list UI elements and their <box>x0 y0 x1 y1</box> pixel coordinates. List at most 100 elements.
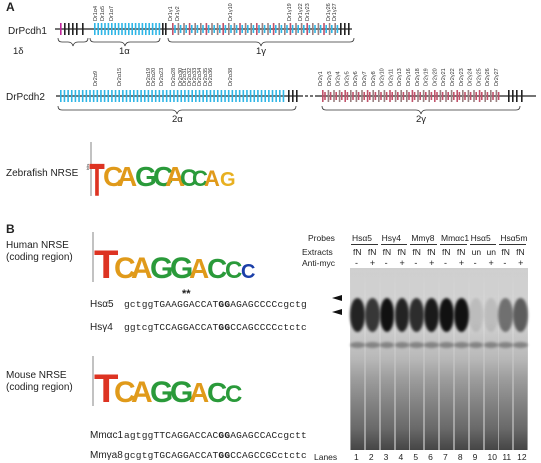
shifted-band <box>424 298 439 332</box>
exon-2alpha <box>129 90 131 102</box>
extract-label: fN <box>516 247 525 257</box>
exon-label: Dr2γ10 <box>380 68 386 86</box>
exon-gamma-var <box>286 25 288 33</box>
shifted-band <box>409 298 425 332</box>
gel-lane <box>514 268 528 450</box>
svg-text:T: T <box>94 243 118 287</box>
exon-2alpha <box>238 90 241 102</box>
exon-2alpha <box>268 90 270 102</box>
exon-2alpha <box>206 90 208 102</box>
exon-gamma <box>317 23 320 35</box>
svg-text:A: A <box>165 161 185 192</box>
exon-label: Dr2γ7 <box>362 71 368 86</box>
gel-lane <box>395 268 409 450</box>
exon-2alpha <box>74 90 77 102</box>
exon-label: Dr2γ16 <box>406 68 412 86</box>
exon-alpha <box>158 23 161 35</box>
exon-gamma-var <box>308 25 311 33</box>
exon-gamma <box>177 23 180 35</box>
exon-alpha <box>100 23 103 35</box>
exon-2gamma-var <box>324 92 326 100</box>
exon-gamma-var <box>219 25 221 33</box>
exon-label: Dr1γ27 <box>332 3 338 21</box>
lane-number: 3 <box>383 452 389 462</box>
exon-gamma <box>188 23 191 35</box>
exon-gamma-var <box>325 25 327 33</box>
exon-label: Dr2α9 <box>93 71 99 86</box>
row-label-probes: Probes <box>308 233 335 243</box>
exon-label: Dr2α34 <box>197 68 203 86</box>
exon-2gamma-var <box>469 92 472 100</box>
exon-gamma-var <box>179 25 182 33</box>
exon-const <box>68 23 70 35</box>
lane-number: 8 <box>457 452 463 462</box>
exon-gamma-var <box>336 25 339 33</box>
cluster-1alpha: 1α <box>119 46 130 57</box>
exon-2alpha <box>114 90 117 102</box>
exon-gamma <box>233 23 236 35</box>
exon-const <box>296 90 298 102</box>
exon-2gamma <box>400 90 402 102</box>
exon-alpha <box>97 23 99 35</box>
lane-number: 5 <box>413 452 419 462</box>
extract-label: fN <box>353 247 362 257</box>
exon-2gamma <box>434 90 436 102</box>
exon-label: Dr2α19 <box>146 68 152 86</box>
minor-band <box>394 342 410 348</box>
exon-2alpha <box>140 90 142 102</box>
exon-const <box>521 90 523 102</box>
exon-2gamma <box>439 90 442 102</box>
exon-label: Dr1γ26 <box>326 3 332 21</box>
exon-const <box>348 23 350 35</box>
exon-label: Dr2γ24 <box>468 68 474 86</box>
shifted-band <box>439 298 454 332</box>
exon-alpha <box>124 23 127 35</box>
exon-2gamma-var <box>430 92 433 100</box>
extract-label: fN <box>382 247 392 257</box>
exon-2alpha <box>264 90 266 102</box>
probe-underline <box>410 244 437 245</box>
exon-2alpha <box>242 90 245 102</box>
probe-underline <box>469 244 497 245</box>
exon-2gamma <box>462 90 464 102</box>
exon-2gamma-var <box>486 92 489 100</box>
human-logo-title: Human NRSE (coding region) <box>6 240 73 263</box>
exon-2gamma-var <box>458 92 461 100</box>
exon-2gamma <box>338 90 341 102</box>
exon-gamma-var <box>258 25 260 33</box>
exon-gamma <box>334 23 336 35</box>
minor-band <box>483 342 499 348</box>
exon-const <box>516 90 518 102</box>
exon-2gamma <box>322 90 324 102</box>
panel-a-label: A <box>6 0 15 14</box>
exon-2gamma <box>344 90 346 102</box>
gene1-name: DrPcdh1 <box>8 26 47 37</box>
exon-2gamma-var <box>346 92 349 100</box>
svg-text:T: T <box>94 367 118 411</box>
exon-gamma <box>306 23 308 35</box>
exon-gamma-var <box>303 25 305 33</box>
exon-2alpha <box>246 90 248 102</box>
exon-const <box>72 23 74 35</box>
exon-label: Dr2γ6 <box>353 71 359 86</box>
svg-text:C: C <box>192 166 208 191</box>
exon-2alpha <box>122 90 124 102</box>
exon-delta <box>60 23 62 35</box>
exon-alpha <box>128 23 130 35</box>
exon-2gamma-var <box>441 92 444 100</box>
svg-text:C: C <box>180 165 197 192</box>
exon-2alpha <box>147 90 150 102</box>
lane-number: 6 <box>428 452 433 462</box>
extract-label: fN <box>412 247 421 257</box>
exon-2gamma-var <box>447 92 449 100</box>
exon-gamma-var <box>275 25 277 33</box>
exon-gamma <box>239 23 241 35</box>
svg-text:A: A <box>189 377 209 408</box>
shifted-band <box>364 298 380 332</box>
exon-2gamma-var <box>352 92 354 100</box>
cluster-2alpha: 2α <box>172 114 183 125</box>
exon-alpha <box>141 23 144 35</box>
antimyc-label: + <box>399 258 405 268</box>
gel-lane <box>484 268 498 450</box>
shifted-band <box>483 298 499 332</box>
